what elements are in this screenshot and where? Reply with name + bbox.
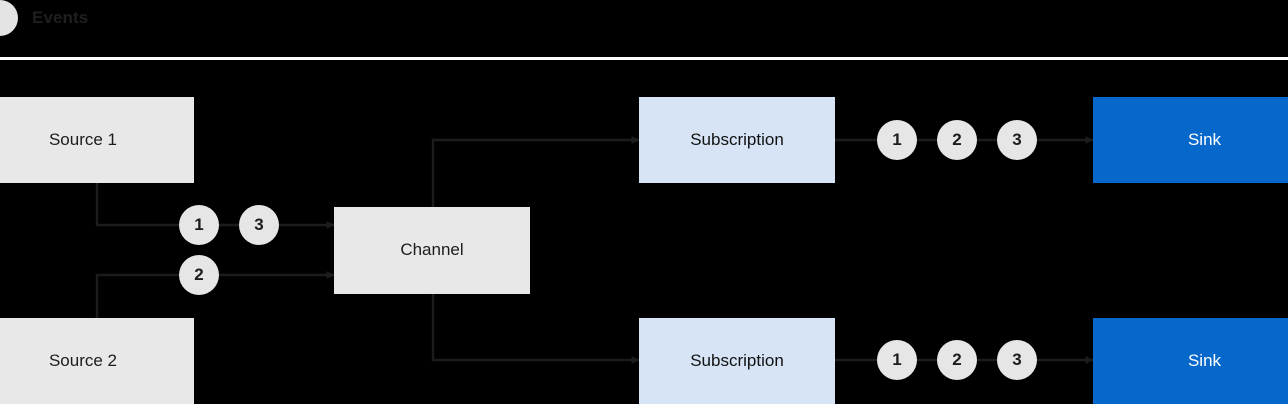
event-token: 2 (937, 120, 977, 160)
node-sink-bottom[interactable]: Sink (1093, 318, 1288, 404)
event-token: 1 (877, 120, 917, 160)
event-token: 2 (937, 340, 977, 380)
node-channel-label: Channel (400, 240, 464, 260)
node-sink-bottom-label: Sink (1187, 350, 1222, 370)
event-token: 1 (877, 340, 917, 380)
node-sink-top-label: Sink (1187, 129, 1222, 149)
edge-channel-to-subscription-top (431, 136, 640, 207)
header-divider (0, 57, 1288, 60)
node-source-1[interactable]: Source 1 (0, 97, 194, 183)
event-token: 3 (239, 205, 279, 245)
node-source-2-label: Source 2 (48, 350, 118, 370)
node-subscription-top[interactable]: Subscription (639, 97, 835, 183)
event-token: 2 (179, 255, 219, 295)
node-subscription-bottom[interactable]: Subscription (639, 318, 835, 404)
node-channel[interactable]: Channel (334, 207, 530, 294)
node-source-2[interactable]: Source 2 (0, 318, 194, 404)
node-subscription-bottom-label: Subscription (690, 350, 784, 370)
node-subscription-top-label: Subscription (690, 129, 784, 149)
legend: Events (0, 0, 242, 36)
node-sink-top[interactable]: Sink (1093, 97, 1288, 183)
event-dot-icon (0, 0, 18, 36)
legend-label: Events (32, 8, 89, 27)
event-token: 3 (997, 120, 1037, 160)
event-token: 1 (179, 205, 219, 245)
edge-channel-to-subscription-bottom (431, 294, 640, 364)
event-token: 3 (997, 340, 1037, 380)
node-source-1-label: Source 1 (48, 129, 118, 149)
